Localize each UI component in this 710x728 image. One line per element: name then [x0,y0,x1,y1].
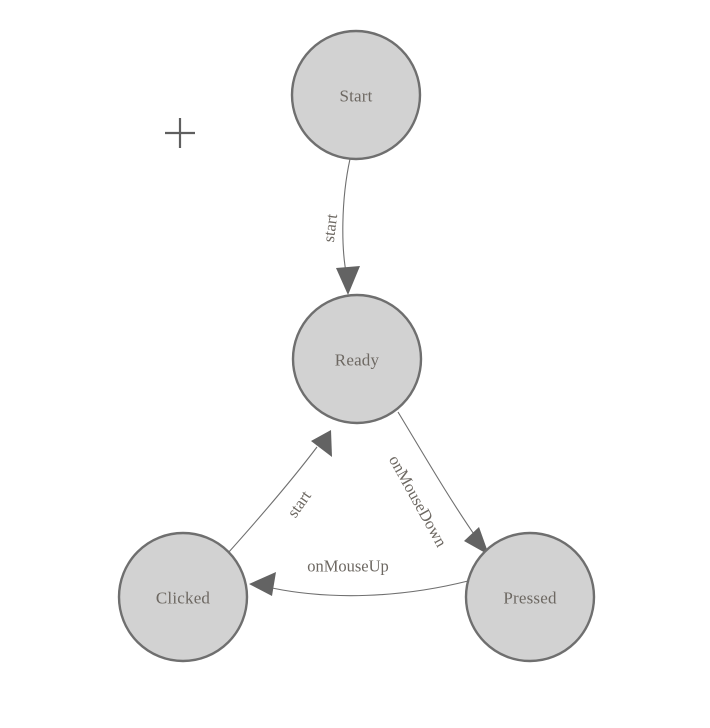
crosshair-icon [165,118,195,148]
arrowhead-start-to-ready [336,266,360,295]
node-circle-start[interactable] [290,29,422,161]
edge-path-pressed-to-clicked [271,580,469,597]
node-circle-pressed[interactable] [464,531,596,663]
edge-path-start-to-ready [342,158,351,278]
node-label-ready: Ready [335,351,380,370]
edge-ready-to-pressed[interactable]: onMouseDown [385,411,489,555]
arrowhead-clicked-to-ready [311,430,332,457]
arrowhead-ready-to-pressed [464,527,489,555]
edge-path-ready-to-pressed [397,411,479,541]
arrowhead-pressed-to-clicked [249,572,276,596]
node-pressed[interactable]: Pressed [464,531,596,663]
node-label-clicked: Clicked [156,589,211,608]
edge-label-clicked-to-ready: start [283,487,315,522]
edge-label-start-to-ready: start [319,212,341,243]
edge-start-to-ready[interactable]: start [319,158,360,295]
edge-path-clicked-to-ready [227,446,318,554]
node-circle-clicked[interactable] [117,531,249,663]
node-clicked[interactable]: Clicked [117,531,249,663]
edge-label-ready-to-pressed: onMouseDown [385,452,451,550]
edge-clicked-to-ready[interactable]: start [227,430,332,554]
edge-label-pressed-to-clicked: onMouseUp [307,557,389,576]
node-label-pressed: Pressed [503,589,557,608]
node-label-start: Start [339,87,372,106]
node-start[interactable]: Start [290,29,422,161]
node-ready[interactable]: Ready [291,293,423,425]
node-circle-ready[interactable] [291,293,423,425]
edge-pressed-to-clicked[interactable]: onMouseUp [249,557,469,597]
